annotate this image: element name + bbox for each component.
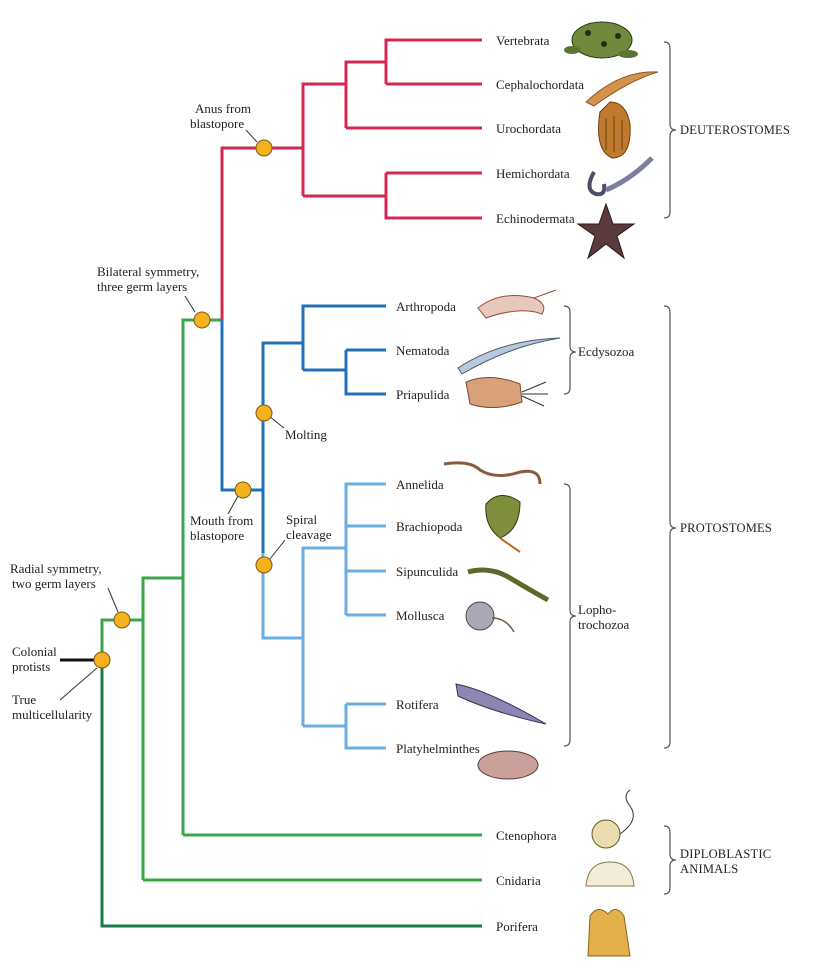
group-lopho-line2: trochozoa	[578, 617, 629, 632]
colonial-label-line1: Colonial	[12, 644, 57, 659]
colonial-label-line2: protists	[12, 659, 50, 674]
leader-lines	[59, 129, 286, 701]
frog-illustration	[564, 21, 638, 59]
lophotrochozoa-branches	[261, 482, 386, 750]
taxon-porifera: Porifera	[496, 919, 538, 934]
spiral-label-line2: cleavage	[286, 527, 332, 542]
taxon-hemichordata: Hemichordata	[496, 166, 570, 181]
priapulid-illustration	[465, 377, 548, 408]
taxon-ctenophora: Ctenophora	[496, 828, 557, 843]
group-ecdysozoa: Ecdysozoa	[578, 344, 635, 359]
molting-dot	[255, 404, 273, 422]
taxon-cnidaria: Cnidaria	[496, 873, 541, 888]
taxon-urochordata: Urochordata	[496, 121, 561, 136]
shrimp-illustration	[477, 289, 557, 319]
nematode-illustration	[457, 337, 561, 375]
radial-label-line1: Radial symmetry,	[10, 561, 102, 576]
group-lopho-line1: Lopho-	[578, 602, 616, 617]
annelid-illustration	[443, 461, 542, 485]
taxon-arthropoda: Arthropoda	[396, 299, 456, 314]
multi-label-line1: True	[12, 692, 36, 707]
radial-label-line2: two germ layers	[12, 576, 96, 591]
bilateral-label-line2: three germ layers	[97, 279, 187, 294]
taxon-platyhelminthes: Platyhelminthes	[396, 741, 480, 756]
taxon-priapulida: Priapulida	[396, 387, 450, 402]
group-diplo-line1: DIPLOBLASTIC	[680, 847, 771, 861]
ctenophore-illustration	[591, 789, 634, 849]
group-deuterostomes: DEUTEROSTOMES	[680, 123, 790, 137]
taxon-annelida: Annelida	[396, 477, 444, 492]
deuterostome-branches	[220, 38, 482, 320]
true-multicellularity-dot	[93, 651, 111, 669]
brachiopod-illustration	[485, 495, 521, 553]
basal-branches	[100, 318, 482, 882]
spiral-cleavage-dot	[255, 556, 273, 574]
taxon-echinodermata: Echinodermata	[496, 211, 575, 226]
molting-label: Molting	[285, 427, 327, 442]
anus-from-blastopore-dot	[255, 139, 273, 157]
taxon-rotifera: Rotifera	[396, 697, 439, 712]
sipunculid-illustration	[467, 567, 550, 603]
acorn-worm-illustration	[587, 156, 654, 197]
group-brackets	[563, 41, 677, 895]
bilateral-symmetry-dot	[193, 311, 211, 329]
taxon-mollusca: Mollusca	[396, 608, 445, 623]
group-protostomes: PROTOSTOMES	[680, 521, 772, 535]
porifera-branch	[100, 660, 482, 928]
taxon-cephalochordata: Cephalochordata	[496, 77, 584, 92]
lancelet-illustration	[585, 71, 659, 107]
taxon-sipunculida: Sipunculida	[396, 564, 458, 579]
radial-symmetry-dot	[113, 611, 131, 629]
anus-label-line1: Anus from	[195, 101, 251, 116]
taxon-vertebrata: Vertebrata	[496, 33, 550, 48]
mouth-label-line1: Mouth from	[190, 513, 253, 528]
mollusc-illustration	[465, 601, 515, 633]
bilateral-label-line1: Bilateral symmetry,	[97, 264, 199, 279]
jellyfish-illustration	[585, 861, 635, 887]
sea-star-illustration	[576, 202, 636, 260]
tunicate-illustration	[598, 101, 631, 159]
taxon-brachiopoda: Brachiopoda	[396, 519, 463, 534]
mouth-from-blastopore-dot	[234, 481, 252, 499]
mouth-label-line2: blastopore	[190, 528, 244, 543]
anus-label-line2: blastopore	[190, 116, 244, 131]
spiral-label-line1: Spiral	[286, 512, 317, 527]
taxon-nematoda: Nematoda	[396, 343, 450, 358]
flatworm-illustration	[477, 750, 539, 780]
sponge-illustration	[587, 909, 631, 957]
multi-label-line2: multicellularity	[12, 707, 93, 722]
group-diplo-line2: ANIMALS	[680, 862, 738, 876]
rotifer-illustration	[455, 683, 547, 725]
